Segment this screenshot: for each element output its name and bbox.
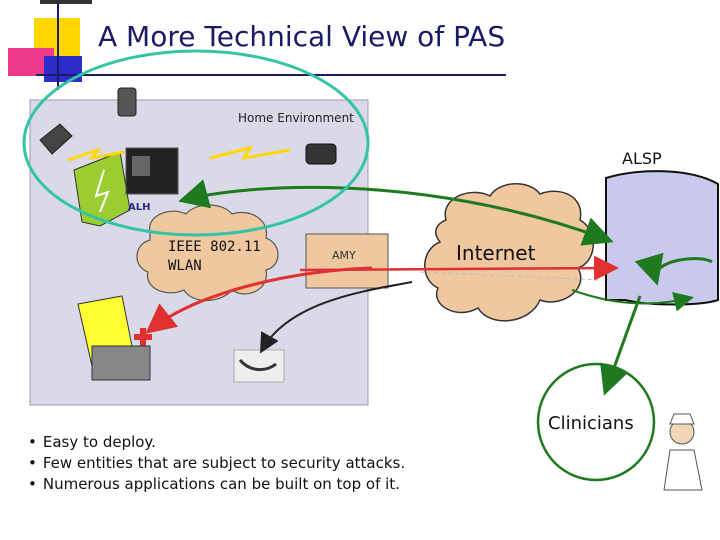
laptop-icon: [39, 123, 73, 155]
phone-icon: [305, 143, 337, 165]
red-link-dashed: [419, 271, 601, 281]
green-link-alsp-clinicians: [606, 259, 713, 390]
home-environment-label: Home Environment: [238, 111, 354, 125]
stethoscope-icon: [238, 358, 277, 371]
benefit-item: Numerous applications can be built on to…: [28, 474, 405, 495]
black-link-amy-probe: [260, 281, 413, 354]
medical-cross-icon: [140, 328, 146, 346]
slide-decoration: [8, 0, 92, 90]
amy-label: AMY: [332, 249, 356, 262]
wlan-label-line1: IEEE 802.11: [168, 239, 261, 255]
title-underline: [36, 74, 506, 76]
alsp-node: [605, 170, 719, 306]
wlan-label: IEEE 802.11 WLAN: [168, 238, 261, 276]
benefit-item: Easy to deploy.: [28, 432, 405, 453]
pda-icon: [117, 87, 137, 117]
wireless-bolt-icon: [67, 147, 125, 162]
slide-title: A More Technical View of PAS: [98, 20, 506, 53]
red-link-wlan-device: [145, 266, 373, 334]
green-link-internet-alsp: [571, 289, 694, 312]
wlan-label-line2: WLAN: [168, 258, 202, 274]
clinician-figure: [663, 413, 703, 491]
lightning-icon: [94, 169, 110, 213]
alh-label: ALH: [128, 202, 151, 213]
gateway-screen: [132, 156, 150, 176]
internet-label: Internet: [456, 241, 536, 265]
monitor-device-icon: [91, 345, 151, 381]
home-highlight-ellipse: [22, 49, 370, 237]
top-tab: [40, 0, 92, 4]
clinicians-label: Clinicians: [548, 413, 634, 434]
alsp-label: ALSP: [622, 149, 662, 168]
probe-device-icon: [233, 349, 285, 383]
clinicians-node: [536, 362, 656, 482]
benefit-list: Easy to deploy. Few entities that are su…: [28, 432, 405, 495]
wireless-bolt-icon: [209, 145, 291, 161]
benefit-item: Few entities that are subject to securit…: [28, 453, 405, 474]
